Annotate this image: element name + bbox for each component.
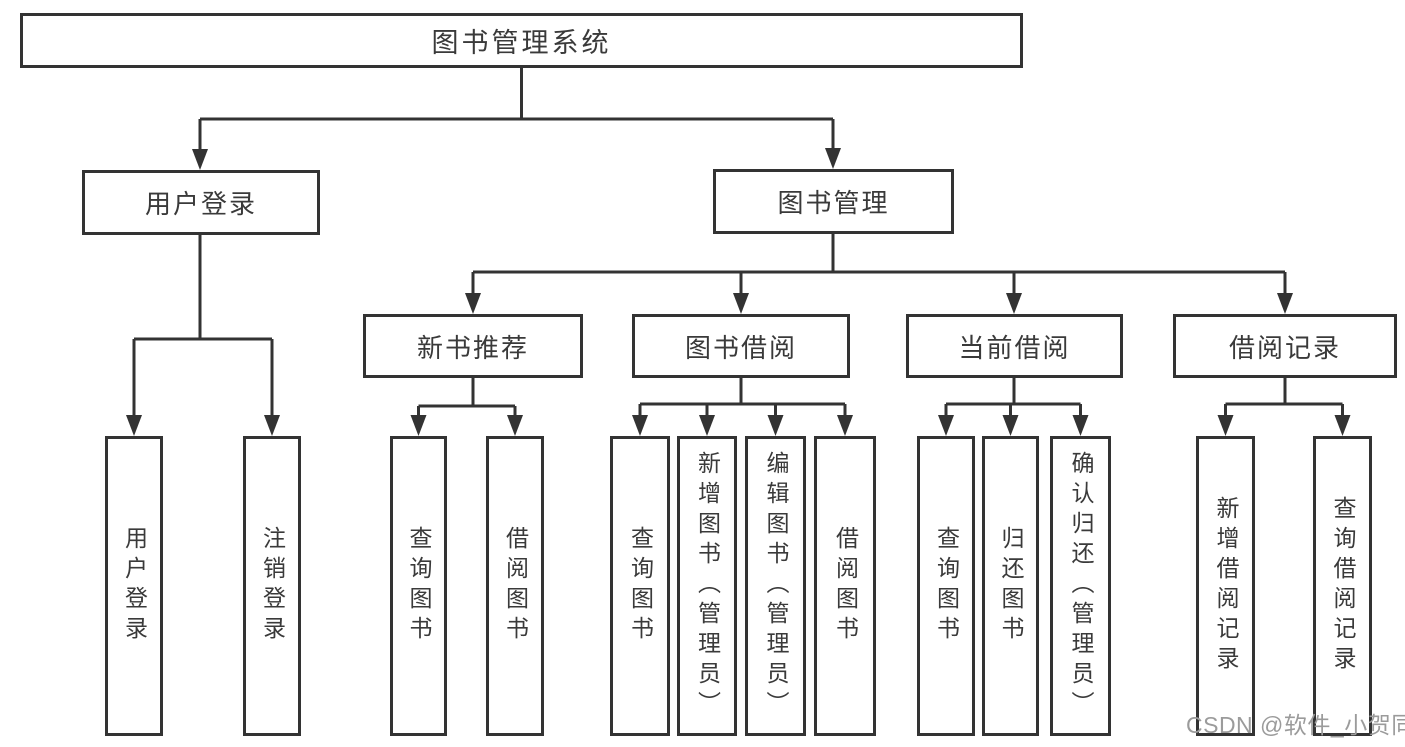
arrowheads [126,148,1351,436]
csdn-watermark: CSDN @软件_小贺同学 [1186,712,1405,738]
node-borrowing-records: 借阅记录 [1173,314,1397,378]
leaf-recommend-borrow-books: 借阅图书 [486,436,544,736]
leaf-borrowing-edit-books: 编辑图书（管理员） [745,436,806,736]
leaf-user-login: 用户登录 [105,436,163,736]
leaf-current-return-books: 归还图书 [982,436,1039,736]
node-user-login: 用户登录 [82,170,320,235]
node-root-library-system: 图书管理系统 [20,13,1023,68]
leaf-borrowing-add-books: 新增图书（管理员） [677,436,737,736]
leaf-borrowing-borrow-books: 借阅图书 [814,436,876,736]
leaf-current-query-books: 查询图书 [917,436,975,736]
leaf-borrowing-query-books: 查询图书 [610,436,670,736]
leaf-logout: 注销登录 [243,436,301,736]
node-current-borrowing: 当前借阅 [906,314,1123,378]
leaf-records-add-record: 新增借阅记录 [1196,436,1255,736]
leaf-recommend-query-books: 查询图书 [390,436,447,736]
node-new-book-recommend: 新书推荐 [363,314,583,378]
node-book-borrowing: 图书借阅 [632,314,850,378]
leaf-records-query-record: 查询借阅记录 [1313,436,1372,736]
leaf-current-confirm-return: 确认归还（管理员） [1050,436,1111,736]
node-book-management: 图书管理 [713,169,954,234]
